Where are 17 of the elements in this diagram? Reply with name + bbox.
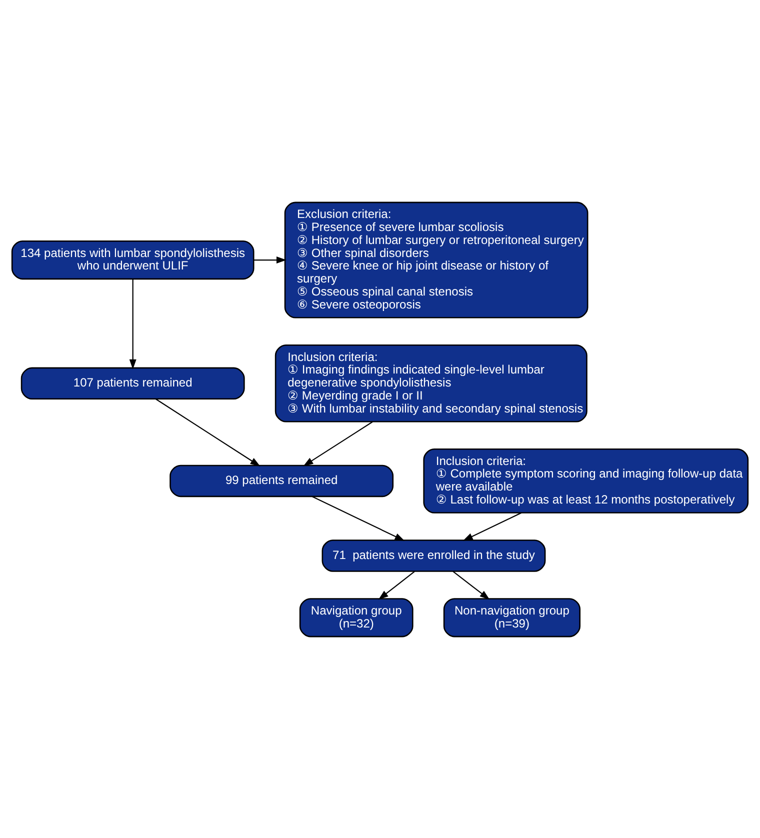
node-box: 107 patients remained [20,366,245,400]
node-box: Inclusion criteria: ① Complete symptom scoring and imaging follow-up data were available ② Last follow-up was at least 12 months postoperatively [423,448,749,513]
node-box: 99 patients remained [170,464,394,497]
arrow [378,570,415,600]
arrow [462,512,522,540]
arrow [155,398,260,466]
arrow [452,570,490,600]
arrow [129,278,136,369]
node-box: Navigation group (n=32) [299,598,414,637]
arrow [303,420,373,466]
node-box: Inclusion criteria: ① Imaging findings indicated single-level lumbar degenerative spondylolisthesis ② Meyerding grade I or II ③ With lumbar instability and secondary spinal stenosis [274,344,588,422]
node-box: Exclusion criteria: ① Presence of severe lumbar scoliosis ② History of lumbar surgery or retroperitoneal surgery ③ Other spinal disorders ④ Severe knee or hip joint disease or history of surgery ⑤ Osseous spinal canal stenosis ⑥ Severe osteoporosis [284,201,588,318]
node-box: 71 patients were enrolled in the study [322,539,546,572]
arrow [312,496,405,540]
node-box: Non-navigation group (n=39) [443,598,581,637]
node-box: 134 patients with lumbar spondylolisthesis who underwent ULIF [11,240,254,280]
arrow [254,256,286,264]
